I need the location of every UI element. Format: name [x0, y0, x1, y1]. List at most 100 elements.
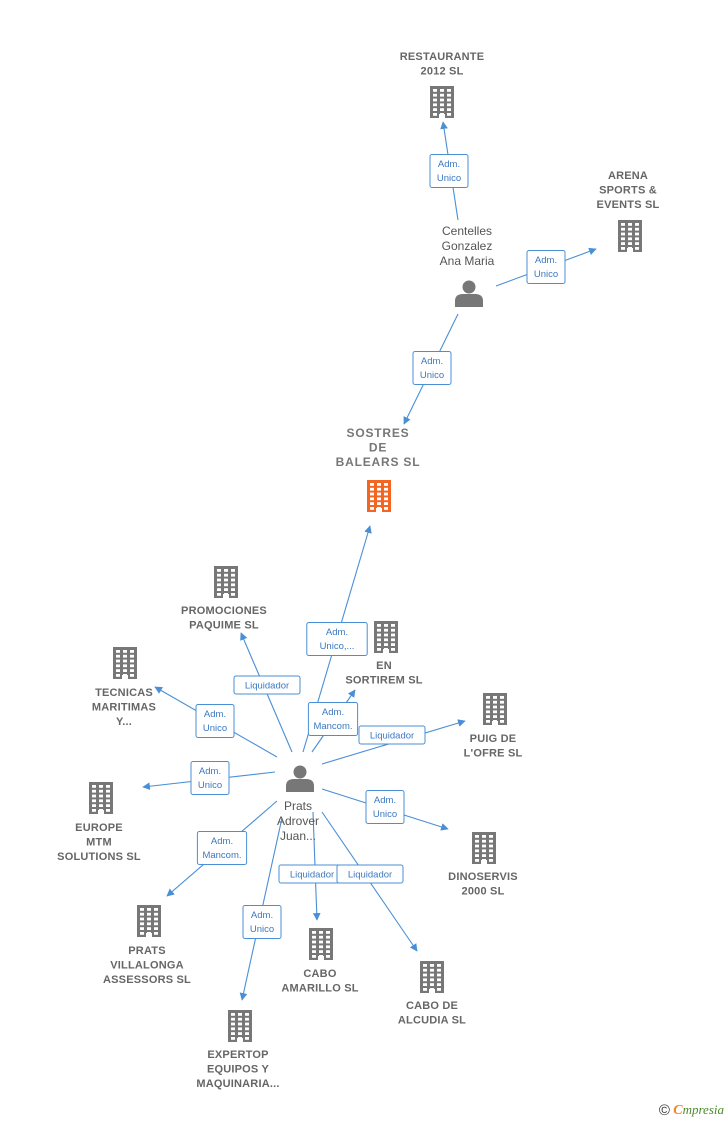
edge-centelles-to-sostres: Adm. Unico: [403, 313, 459, 425]
role-label-text: Unico: [203, 723, 227, 734]
role-label-box[interactable]: [242, 905, 282, 939]
role-label-box[interactable]: [307, 702, 359, 736]
role-label-box[interactable]: [196, 831, 248, 865]
edge-centelles-to-arena: Adm.Unico: [495, 247, 597, 287]
node-label-line: PUIG DE: [470, 733, 517, 745]
node-label-line: AMARILLO SL: [281, 983, 358, 995]
node-puig[interactable]: PUIG DE L'OFRE SL: [464, 693, 523, 760]
role-label-text: Unico: [250, 924, 274, 935]
role-label-text: Liquidador: [245, 681, 289, 692]
copyright-symbol: ©: [658, 1102, 670, 1119]
edge-prats-to-ensortirem: Adm.Mancom.: [307, 689, 359, 753]
node-label-line: Centelles: [442, 224, 492, 238]
role-label-box[interactable]: [358, 725, 426, 745]
node-label-line: TECNICAS: [95, 687, 153, 699]
node-label-line: SOLUTIONS SL: [57, 851, 141, 863]
role-label-text: Adm.: [251, 910, 273, 921]
brand-name: mpresia: [682, 1102, 724, 1117]
role-label-box[interactable]: [412, 351, 452, 385]
node-label-line: EN: [376, 660, 392, 672]
role-label-box[interactable]: [429, 154, 469, 188]
role-label-box[interactable]: [233, 675, 301, 695]
node-label-line: PAQUIME SL: [189, 620, 259, 632]
role-label-text: Adm.: [421, 356, 443, 367]
node-label-line: PRATS: [128, 945, 165, 957]
node-label-line: L'OFRE SL: [464, 748, 523, 760]
role-label-text: Adm.: [374, 795, 396, 806]
building-icon: [89, 782, 113, 814]
node-label-line: CABO: [303, 968, 336, 980]
node-tecnicas[interactable]: TECNICAS MARITIMAS Y...: [92, 647, 156, 728]
role-label-box[interactable]: [365, 790, 405, 824]
building-icon: [367, 480, 391, 512]
node-label-line: PROMOCIONES: [181, 605, 267, 617]
node-ensortirem[interactable]: EN SORTIREM SL: [345, 621, 423, 687]
building-icon: [420, 961, 444, 993]
node-label-line: CABO DE: [406, 1000, 458, 1012]
role-label-text: Adm.: [211, 836, 233, 847]
role-label-text: Unico: [373, 809, 397, 820]
role-label-text: Liquidador: [348, 870, 392, 881]
node-promociones[interactable]: PROMOCIONES PAQUIME SL: [181, 566, 267, 632]
edges-layer: Adm.UnicoAdm.UnicoAdm.UnicoAdm.Unico,...…: [142, 121, 597, 1001]
node-label-line: Adrover: [277, 814, 319, 828]
brand-initial: C: [673, 1103, 683, 1118]
empresia-watermark: © Cmpresia: [659, 1102, 724, 1119]
edge-prats-to-dinoservis: Adm. Unico: [321, 788, 449, 831]
role-label-text: Liquidador: [370, 731, 414, 742]
node-label-line: SPORTS &: [599, 185, 657, 197]
edge-prats-to-europe: Adm.Unico: [142, 761, 276, 795]
role-label-text: Mancom.: [313, 721, 352, 732]
person-icon: [286, 765, 314, 792]
person-icon: [455, 280, 483, 307]
node-label-line: MAQUINARIA...: [196, 1078, 279, 1090]
role-label-box[interactable]: [195, 704, 235, 738]
node-prats[interactable]: PratsAdroverJuan...: [277, 765, 319, 844]
building-icon: [309, 928, 333, 960]
role-label-text: Unico,...: [320, 641, 355, 652]
node-label-line: DE: [369, 441, 387, 455]
role-label-text: Unico: [534, 269, 558, 280]
node-label-line: 2012 SL: [421, 66, 464, 78]
role-label-box[interactable]: [306, 622, 368, 656]
node-cabo-amarillo[interactable]: CABO AMARILLO SL: [281, 928, 359, 995]
edge-prats-to-puig: Liquidador: [321, 719, 466, 765]
node-label-line: SORTIREM SL: [345, 675, 422, 687]
node-label-line: Y...: [116, 716, 132, 728]
role-label-text: Unico: [437, 173, 461, 184]
role-label-box[interactable]: [190, 761, 230, 795]
role-label-box[interactable]: [526, 250, 566, 284]
role-label-text: Adm.: [204, 709, 226, 720]
node-label-line: ASSESSORS SL: [103, 974, 191, 986]
edge-prats-to-cabo_alcudia: Liquidador: [321, 811, 418, 952]
role-label-text: Mancom.: [202, 850, 241, 861]
edge-prats-to-villalonga: Adm. Mancom.: [166, 800, 278, 897]
node-label-line: BALEARS SL: [336, 455, 421, 469]
node-label-line: SOSTRES: [347, 426, 410, 440]
building-icon: [228, 1010, 252, 1042]
node-label-line: 2000 SL: [462, 886, 505, 898]
node-label-line: MARITIMAS: [92, 702, 156, 714]
building-icon: [214, 566, 238, 598]
node-label-line: EUROPE: [75, 822, 123, 834]
node-label-line: Gonzalez: [442, 239, 493, 253]
building-icon: [374, 621, 398, 653]
edge-prats-to-tecnicas: Adm. Unico: [154, 686, 278, 758]
edge-prats-to-expertop: Adm. Unico: [239, 817, 283, 1001]
node-label-line: EXPERTOP: [207, 1049, 268, 1061]
node-label-line: Juan...: [280, 829, 316, 843]
role-label-text: Unico: [420, 370, 444, 381]
role-label-box[interactable]: [336, 864, 404, 884]
